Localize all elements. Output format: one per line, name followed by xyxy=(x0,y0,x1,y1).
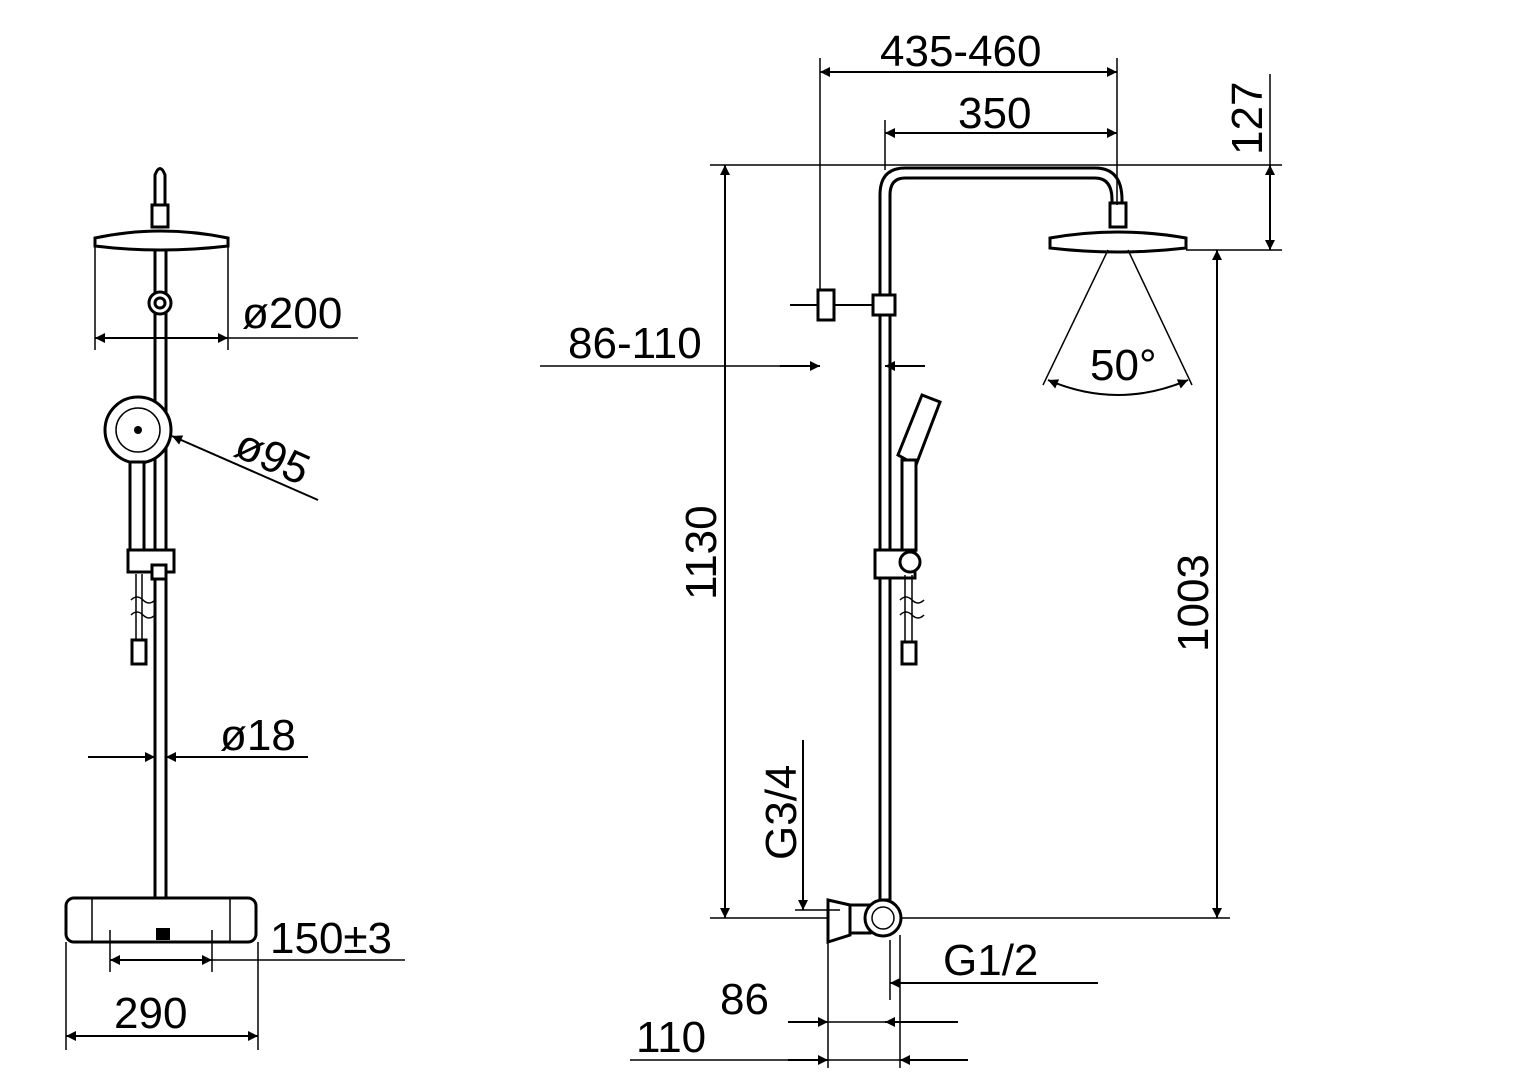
dim-offset-large: 110 xyxy=(636,1013,706,1062)
head-connector xyxy=(150,203,170,229)
dim-head-diameter: ø200 xyxy=(242,289,342,338)
mixer-side-inner xyxy=(871,906,895,930)
dim-offset-small: 86 xyxy=(720,975,769,1024)
wall-bracket-clamp xyxy=(871,293,897,317)
front-view: ø200 ø95 ø18 150±3 290 xyxy=(64,167,405,1050)
hose xyxy=(135,574,143,640)
dim-head-drop: 127 xyxy=(1223,82,1272,155)
hose-end xyxy=(130,638,148,666)
dim-total-height: 1130 xyxy=(677,505,726,600)
side-view: 50° 435-460 350 127 xyxy=(540,27,1282,1068)
mixer-outlet xyxy=(156,928,170,940)
head-shower-front xyxy=(93,229,230,252)
dim-mixer-width: 290 xyxy=(114,989,187,1038)
leader-hand-shower xyxy=(171,435,319,501)
slider-knob xyxy=(150,563,168,581)
mixer-handles xyxy=(91,898,231,942)
hose-break xyxy=(130,596,156,619)
dim-arm-length: 350 xyxy=(958,89,1031,138)
hose-end-side xyxy=(900,640,918,666)
head-connector-side xyxy=(1108,201,1128,229)
thermostat-mixer xyxy=(64,896,258,944)
dim-arm-reach: 435-460 xyxy=(880,27,1041,76)
hose-break-side xyxy=(899,596,925,619)
slider-side-knob xyxy=(898,550,922,574)
dim-rail-diameter: ø18 xyxy=(220,711,296,760)
hand-shower-side-handle xyxy=(900,458,918,552)
hand-shower-handle xyxy=(128,460,146,554)
spray-angle-arc xyxy=(1047,379,1189,396)
dim-inlet-thread: G1/2 xyxy=(943,936,1038,985)
riser-top xyxy=(153,167,167,212)
rail-bracket-inner xyxy=(153,296,167,310)
dim-head-height: 1003 xyxy=(1169,554,1218,652)
inlet-plate xyxy=(826,898,852,945)
dim-centre-distance: 150±3 xyxy=(270,914,392,963)
dim-outlet-thread: G3/4 xyxy=(757,765,806,860)
dim-spray-angle: 50° xyxy=(1090,341,1157,390)
mixer-side-body xyxy=(863,898,903,938)
hand-shower-nozzle-ring xyxy=(115,407,161,453)
dim-wall-bracket: 86-110 xyxy=(568,319,702,368)
hose-side xyxy=(904,575,913,642)
spray-cone-right xyxy=(1127,249,1193,386)
hand-shower-side-head xyxy=(896,393,942,468)
hand-shower-center xyxy=(134,426,142,434)
wall-bracket-plate xyxy=(816,288,836,322)
spray-cone-left xyxy=(1042,249,1109,386)
head-shower-side xyxy=(1048,230,1188,254)
dim-hand-shower-diameter: ø95 xyxy=(228,419,317,495)
